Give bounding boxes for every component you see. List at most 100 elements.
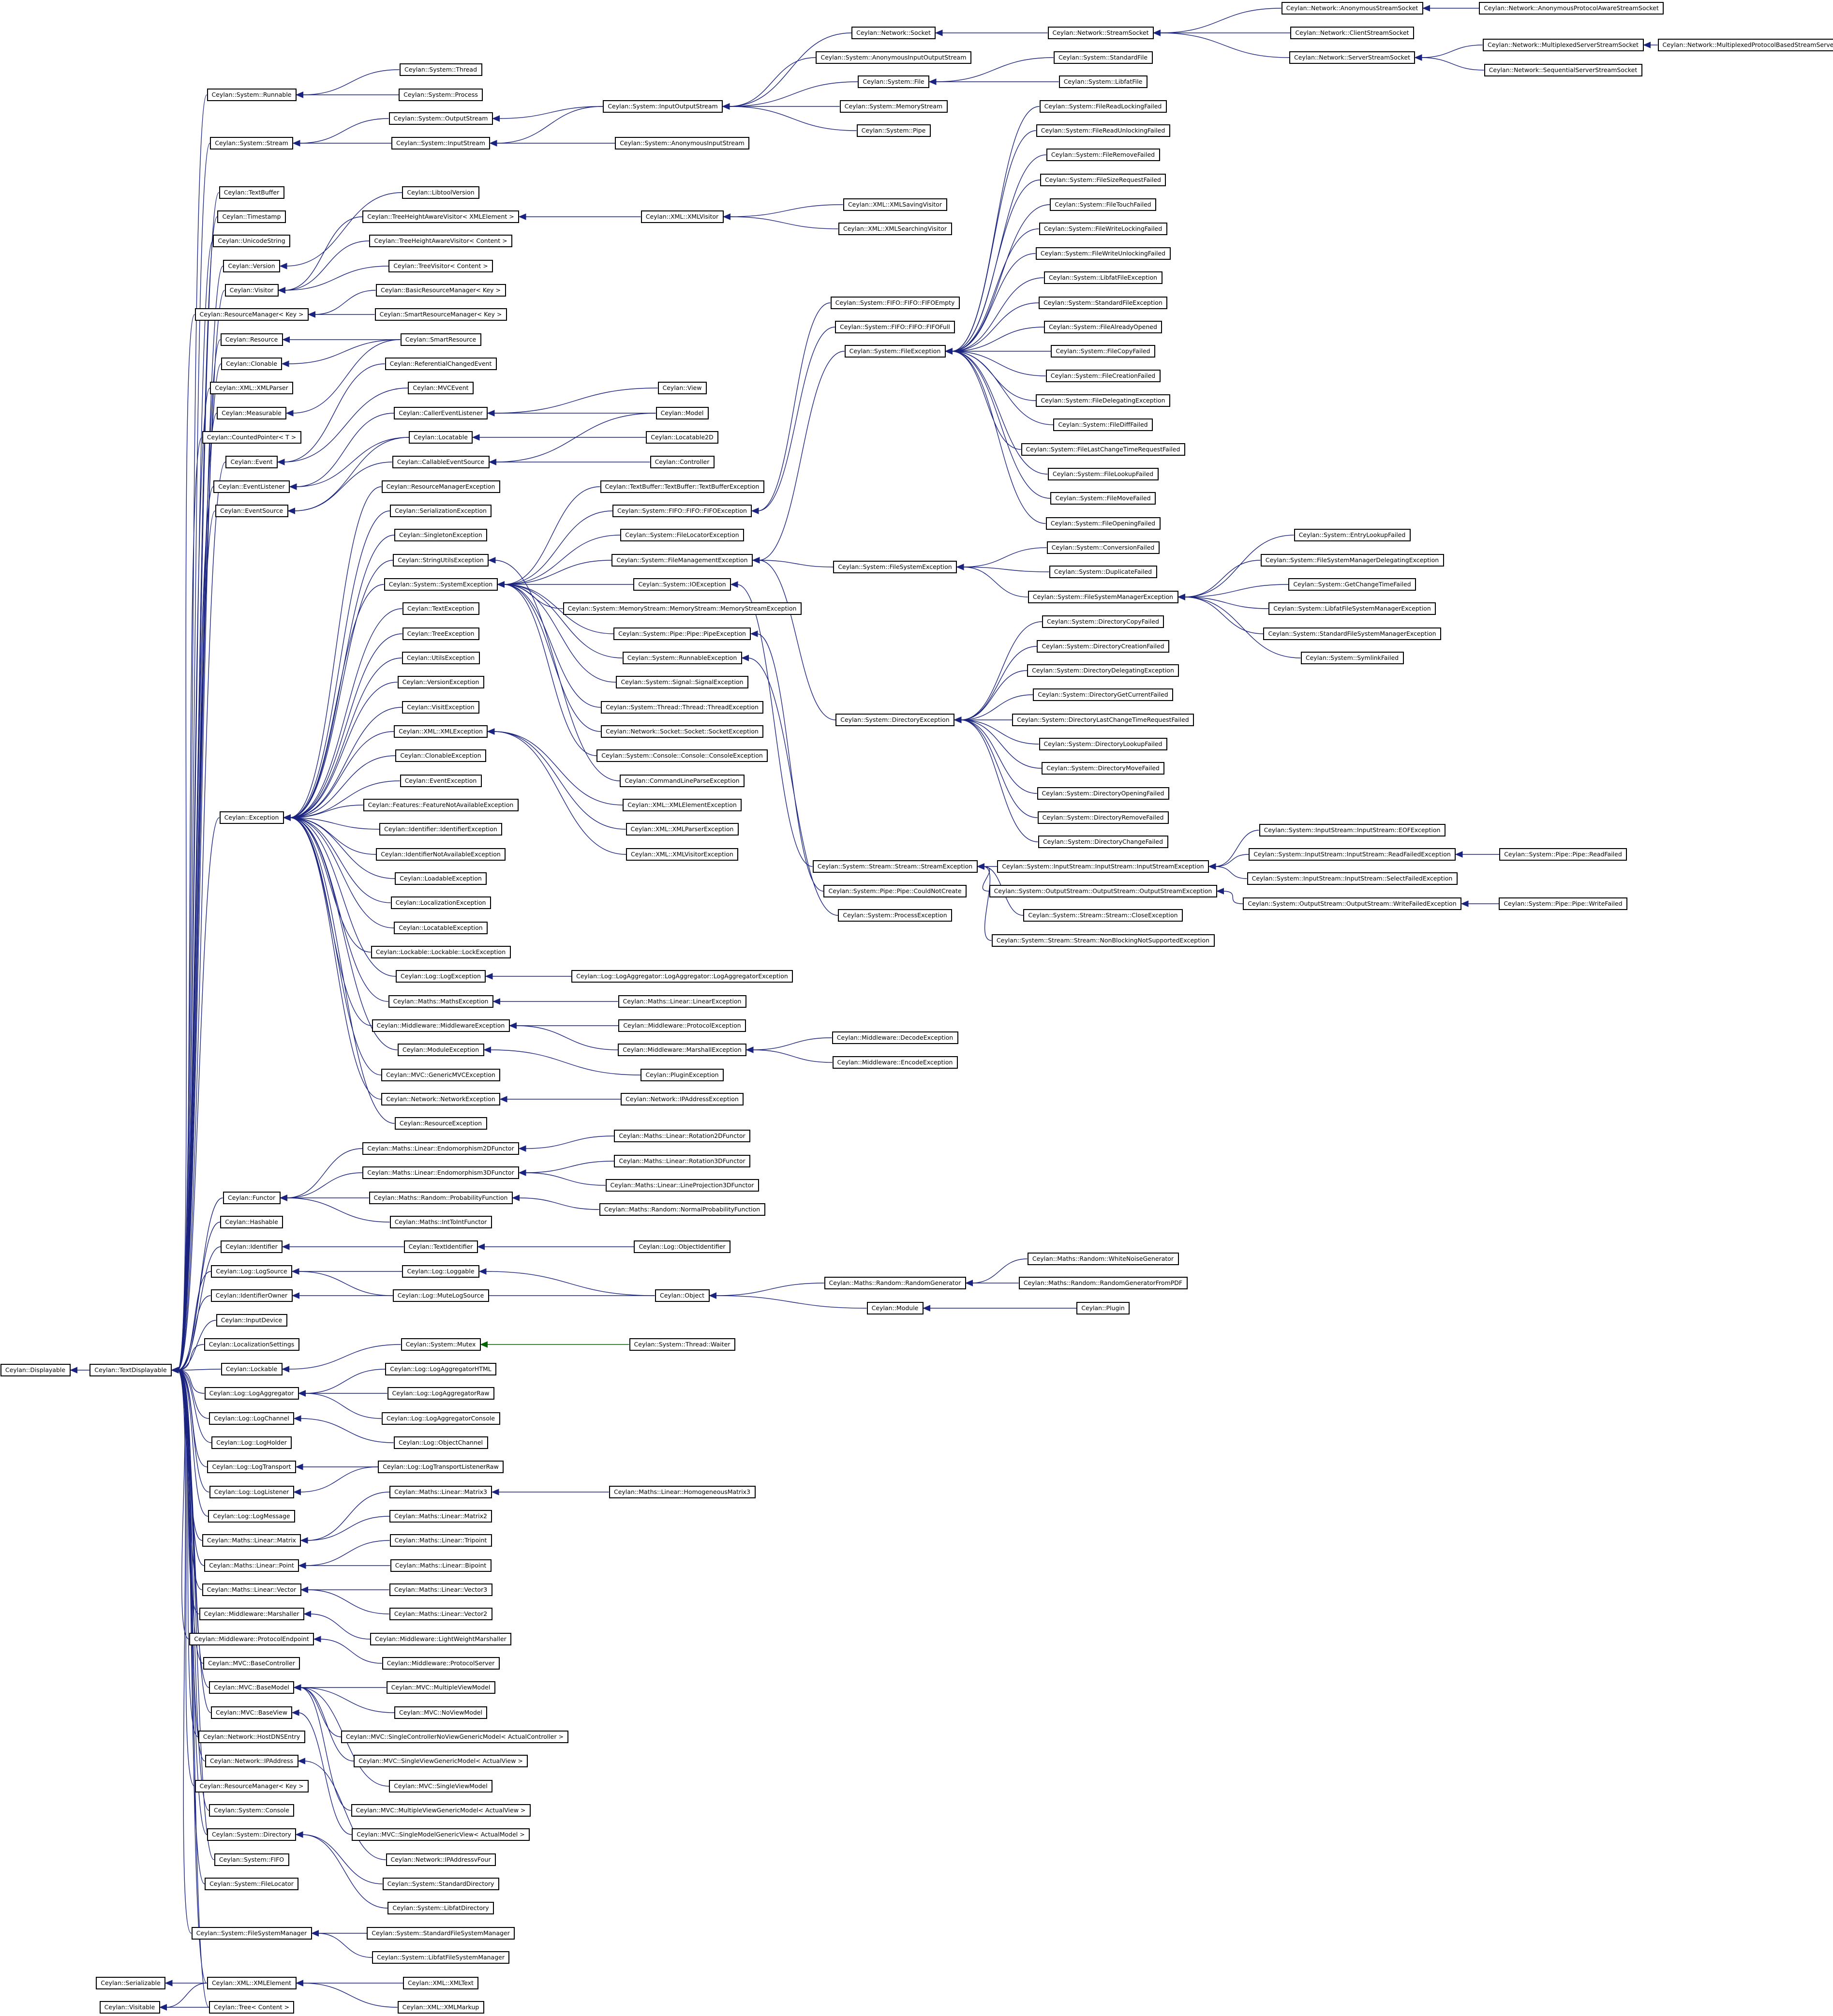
class-node-clonable[interactable]: Ceylan::Clonable bbox=[221, 358, 282, 370]
class-node-ex-singleton[interactable]: Ceylan::SingletonException bbox=[394, 529, 487, 541]
class-node-ex-stringutils[interactable]: Ceylan::StringUtilsException bbox=[393, 554, 489, 567]
class-node-ex-ipaddress[interactable]: Ceylan::Network::IPAddressException bbox=[621, 1093, 744, 1105]
class-node-view[interactable]: Ceylan::View bbox=[657, 382, 707, 394]
class-node-ex-nonblocking[interactable]: Ceylan::System::Stream::Stream::NonBlock… bbox=[991, 934, 1215, 947]
class-node-lwmarshaller[interactable]: Ceylan::Middleware::LightWeightMarshalle… bbox=[370, 1633, 511, 1645]
class-node-loggable[interactable]: Ceylan::Log::Loggable bbox=[402, 1265, 479, 1278]
class-node-f-alreadyopened[interactable]: Ceylan::System::FileAlreadyOpened bbox=[1044, 321, 1162, 333]
class-node-ex-encode[interactable]: Ceylan::Middleware::EncodeException bbox=[832, 1056, 958, 1069]
class-node-ex-event[interactable]: Ceylan::EventException bbox=[400, 775, 482, 787]
class-node-visitable[interactable]: Ceylan::Visitable bbox=[99, 2001, 160, 2014]
class-node-locatable2d[interactable]: Ceylan::Locatable2D bbox=[646, 431, 718, 444]
class-node-ex-system[interactable]: Ceylan::System::SystemException bbox=[384, 578, 498, 591]
class-node-ex-fifofull[interactable]: Ceylan::System::FIFO::FIFO::FIFOFull bbox=[835, 321, 955, 333]
class-node-ex-loadable[interactable]: Ceylan::LoadableException bbox=[395, 872, 487, 885]
class-node-ex-xmlvisitor[interactable]: Ceylan::XML::XMLVisitorException bbox=[626, 848, 738, 861]
class-node-callableeventsource[interactable]: Ceylan::CallableEventSource bbox=[392, 456, 490, 468]
class-node-clientstreamsocket[interactable]: Ceylan::Network::ClientStreamSocket bbox=[1290, 27, 1414, 39]
class-node-pipe-writefailed[interactable]: Ceylan::System::Pipe::Pipe::WriteFailed bbox=[1499, 897, 1627, 910]
class-node-outputstream[interactable]: Ceylan::System::OutputStream bbox=[388, 112, 493, 125]
class-node-aggrraw[interactable]: Ceylan::Log::LogAggregatorRaw bbox=[387, 1387, 494, 1400]
class-node-ex-thread[interactable]: Ceylan::System::Thread::Thread::ThreadEx… bbox=[601, 701, 763, 714]
class-node-treeheight-xml[interactable]: Ceylan::TreeHeightAwareVisitor< XMLEleme… bbox=[362, 210, 519, 223]
class-node-xmlsearching[interactable]: Ceylan::XML::XMLSearchingVisitor bbox=[838, 223, 952, 235]
class-node-endo2d[interactable]: Ceylan::Maths::Linear::Endomorphism2DFun… bbox=[362, 1142, 519, 1155]
class-node-sysfile[interactable]: Ceylan::System::File bbox=[858, 75, 929, 88]
class-node-logchannel[interactable]: Ceylan::Log::LogChannel bbox=[209, 1412, 294, 1425]
class-node-fsm-getchangetime[interactable]: Ceylan::System::GetChangeTimeFailed bbox=[1288, 578, 1416, 591]
class-node-d-lookup[interactable]: Ceylan::System::DirectoryLookupFailed bbox=[1039, 738, 1167, 750]
class-node-ex-runnable[interactable]: Ceylan::System::RunnableException bbox=[622, 652, 742, 664]
class-node-lineproj3d[interactable]: Ceylan::Maths::Linear::LineProjection3DF… bbox=[605, 1179, 759, 1192]
class-node-anoninputstream[interactable]: Ceylan::System::AnonymousInputStream bbox=[615, 137, 749, 149]
class-node-f-writeunlocking[interactable]: Ceylan::System::FileWriteUnlockingFailed bbox=[1035, 247, 1171, 260]
class-node-ex-plugin[interactable]: Ceylan::PluginException bbox=[641, 1069, 724, 1081]
class-node-f-libfatex[interactable]: Ceylan::System::LibfatFileException bbox=[1043, 271, 1162, 284]
class-node-resmgr2[interactable]: Ceylan::ResourceManager< Key > bbox=[194, 1780, 309, 1792]
class-node-baseview[interactable]: Ceylan::MVC::BaseView bbox=[211, 1706, 292, 1719]
class-node-matrix[interactable]: Ceylan::Maths::Linear::Matrix bbox=[202, 1534, 301, 1547]
class-node-module[interactable]: Ceylan::Module bbox=[866, 1302, 924, 1314]
class-node-f-stdex[interactable]: Ceylan::System::StandardFileException bbox=[1039, 297, 1167, 309]
class-node-serverstreamsocket[interactable]: Ceylan::Network::ServerStreamSocket bbox=[1289, 51, 1415, 64]
class-node-refchangedevent[interactable]: Ceylan::ReferentialChangedEvent bbox=[385, 358, 497, 370]
class-node-ex-pipe[interactable]: Ceylan::System::Pipe::Pipe::PipeExceptio… bbox=[613, 627, 751, 640]
class-node-ex-log[interactable]: Ceylan::Log::LogException bbox=[396, 970, 486, 983]
class-node-ex-signal[interactable]: Ceylan::System::Signal::SignalException bbox=[616, 676, 748, 688]
class-node-ex-filelocator[interactable]: Ceylan::System::FileLocatorException bbox=[620, 529, 744, 541]
class-node-xmlsaving[interactable]: Ceylan::XML::XMLSavingVisitor bbox=[843, 198, 947, 211]
class-node-f-lastchange[interactable]: Ceylan::System::FileLastChangeTimeReques… bbox=[1021, 443, 1185, 456]
class-node-mutelogsource[interactable]: Ceylan::Log::MuteLogSource bbox=[392, 1289, 489, 1302]
class-node-vector[interactable]: Ceylan::Maths::Linear::Vector bbox=[202, 1583, 301, 1596]
class-node-libtoolversion[interactable]: Ceylan::LibtoolVersion bbox=[402, 186, 479, 199]
class-node-libfatfsmanager[interactable]: Ceylan::System::LibfatFileSystemManager bbox=[372, 1951, 509, 1964]
class-node-ex-visit[interactable]: Ceylan::VisitException bbox=[402, 701, 479, 714]
class-node-fsm-standard[interactable]: Ceylan::System::StandardFileSystemManage… bbox=[1263, 627, 1441, 640]
class-node-ex-logaggregator[interactable]: Ceylan::Log::LogAggregator::LogAggregato… bbox=[571, 970, 793, 983]
class-node-hostdns[interactable]: Ceylan::Network::HostDNSEntry bbox=[198, 1731, 305, 1743]
class-node-multiplexedserver[interactable]: Ceylan::Network::MultiplexedServerStream… bbox=[1482, 39, 1644, 51]
class-node-d-remove[interactable]: Ceylan::System::DirectoryRemoveFailed bbox=[1037, 811, 1169, 824]
class-node-ex-clonable[interactable]: Ceylan::ClonableException bbox=[395, 749, 486, 762]
class-node-fs-duplicate[interactable]: Ceylan::System::DuplicateFailed bbox=[1049, 566, 1157, 578]
class-node-ex-feature[interactable]: Ceylan::Features::FeatureNotAvailableExc… bbox=[363, 799, 519, 811]
class-node-ex-cmdline[interactable]: Ceylan::CommandLineParseException bbox=[620, 775, 745, 787]
class-node-waiter[interactable]: Ceylan::System::Thread::Waiter bbox=[629, 1338, 735, 1351]
class-node-basemodel[interactable]: Ceylan::MVC::BaseModel bbox=[209, 1681, 294, 1694]
class-node-matrix3[interactable]: Ceylan::Maths::Linear::Matrix3 bbox=[389, 1486, 492, 1498]
class-node-singlectrlnoview[interactable]: Ceylan::MVC::SingleControllerNoViewGener… bbox=[341, 1731, 568, 1743]
class-node-inputoutputstream[interactable]: Ceylan::System::InputOutputStream bbox=[603, 100, 723, 113]
class-node-xmltext[interactable]: Ceylan::XML::XMLText bbox=[403, 1977, 478, 1989]
class-node-thread[interactable]: Ceylan::System::Thread bbox=[399, 63, 482, 76]
class-node-ex-filesystem[interactable]: Ceylan::System::FileSystemException bbox=[833, 561, 957, 573]
class-node-sequentialserver[interactable]: Ceylan::Network::SequentialServerStreamS… bbox=[1484, 64, 1642, 76]
class-node-f-delegating[interactable]: Ceylan::System::FileDelegatingException bbox=[1036, 394, 1170, 407]
class-node-fsm-libfat[interactable]: Ceylan::System::LibfatFileSystemManagerE… bbox=[1268, 602, 1436, 615]
class-node-xmlelement[interactable]: Ceylan::XML::XMLElement bbox=[207, 1977, 297, 1989]
class-node-exception[interactable]: Ceylan::Exception bbox=[219, 811, 284, 824]
class-node-xmlmarkup[interactable]: Ceylan::XML::XMLMarkup bbox=[397, 2001, 484, 2014]
class-node-streamsocket[interactable]: Ceylan::Network::StreamSocket bbox=[1047, 27, 1154, 39]
class-node-ex-selectfailed[interactable]: Ceylan::System::InputStream::InputStream… bbox=[1247, 872, 1458, 885]
class-node-d-delegating[interactable]: Ceylan::System::DirectoryDelegatingExcep… bbox=[1027, 664, 1179, 677]
class-node-eventsource[interactable]: Ceylan::EventSource bbox=[215, 505, 288, 517]
class-node-ex-eof[interactable]: Ceylan::System::InputStream::InputStream… bbox=[1259, 824, 1446, 836]
class-node-f-readunlocking[interactable]: Ceylan::System::FileReadUnlockingFailed bbox=[1036, 124, 1170, 137]
class-node-fsm-symlink[interactable]: Ceylan::System::SymlinkFailed bbox=[1300, 652, 1404, 664]
class-node-ex-resource[interactable]: Ceylan::ResourceException bbox=[394, 1117, 487, 1130]
class-node-hashable[interactable]: Ceylan::Hashable bbox=[220, 1216, 283, 1228]
class-node-ex-textbuffer[interactable]: Ceylan::TextBuffer::TextBuffer::TextBuff… bbox=[600, 480, 764, 493]
class-node-aggrconsole[interactable]: Ceylan::Log::LogAggregatorConsole bbox=[381, 1412, 500, 1425]
class-node-f-opening[interactable]: Ceylan::System::FileOpeningFailed bbox=[1045, 517, 1161, 530]
class-node-ex-memstream[interactable]: Ceylan::System::MemoryStream::MemoryStre… bbox=[563, 602, 802, 615]
class-node-ex-close[interactable]: Ceylan::System::Stream::Stream::CloseExc… bbox=[1023, 909, 1183, 922]
class-node-vector2[interactable]: Ceylan::Maths::Linear::Vector2 bbox=[389, 1608, 492, 1620]
class-node-d-opening[interactable]: Ceylan::System::DirectoryOpeningFailed bbox=[1037, 787, 1169, 800]
class-node-lockable[interactable]: Ceylan::Lockable bbox=[221, 1363, 283, 1375]
class-node-f-touch[interactable]: Ceylan::System::FileTouchFailed bbox=[1050, 198, 1156, 211]
class-node-fsmanager[interactable]: Ceylan::System::FileSystemManager bbox=[191, 1927, 312, 1940]
class-node-whitenoise[interactable]: Ceylan::Maths::Random::WhiteNoiseGenerat… bbox=[1027, 1253, 1179, 1265]
class-node-ex-maths[interactable]: Ceylan::Maths::MathsException bbox=[388, 995, 493, 1008]
class-node-randomgen[interactable]: Ceylan::Maths::Random::RandomGenerator bbox=[824, 1277, 966, 1289]
class-node-multiviewgeneric[interactable]: Ceylan::MVC::MultipleViewGenericModel< A… bbox=[351, 1804, 531, 1817]
